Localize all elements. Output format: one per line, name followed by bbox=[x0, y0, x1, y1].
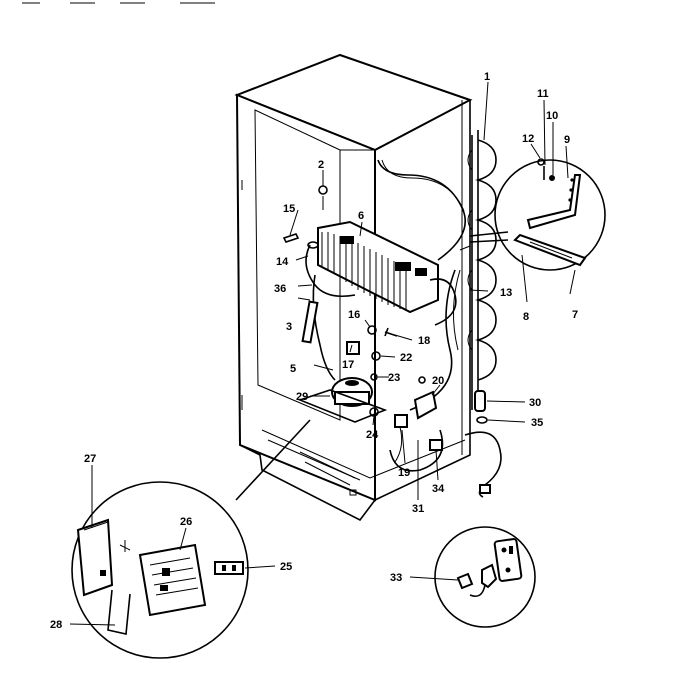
callout-20: 20 bbox=[432, 375, 444, 387]
callout-34: 34 bbox=[432, 483, 445, 495]
detail-circle-electrical bbox=[71, 419, 311, 659]
callout-28: 28 bbox=[50, 619, 62, 631]
callout-labels: 1 2 3 5 6 7 8 9 10 11 12 13 14 15 16 17 … bbox=[50, 71, 578, 631]
callout-9: 9 bbox=[564, 134, 570, 146]
callout-5: 5 bbox=[290, 363, 296, 375]
condenser-coil bbox=[467, 130, 497, 410]
callout-12: 12 bbox=[522, 133, 534, 145]
callout-35: 35 bbox=[531, 417, 543, 429]
callout-36: 36 bbox=[274, 283, 286, 295]
callout-18: 18 bbox=[418, 335, 430, 347]
callout-24: 24 bbox=[366, 429, 379, 441]
callout-19: 19 bbox=[398, 467, 410, 479]
callout-11: 11 bbox=[537, 88, 549, 100]
callout-29: 29 bbox=[296, 391, 308, 403]
callout-15: 15 bbox=[283, 203, 295, 215]
callout-33: 33 bbox=[390, 572, 402, 584]
detail-circle-outlet bbox=[434, 526, 536, 628]
callout-7: 7 bbox=[572, 309, 578, 321]
callout-25: 25 bbox=[280, 561, 292, 573]
callout-30: 30 bbox=[529, 397, 541, 409]
small-parts bbox=[282, 185, 488, 463]
callout-27: 27 bbox=[84, 453, 96, 465]
callout-22: 22 bbox=[400, 352, 412, 364]
leader-lines bbox=[69, 81, 576, 626]
callout-23: 23 bbox=[388, 372, 400, 384]
callout-2: 2 bbox=[318, 159, 324, 171]
detail-circle-bracket bbox=[469, 158, 606, 271]
callout-3: 3 bbox=[286, 321, 292, 333]
callout-16: 16 bbox=[348, 309, 360, 321]
refrigerator-cabinet bbox=[234, 53, 473, 522]
callout-8: 8 bbox=[523, 311, 529, 323]
callout-10: 10 bbox=[546, 110, 558, 122]
callout-6: 6 bbox=[358, 210, 364, 222]
callout-26: 26 bbox=[180, 516, 192, 528]
callout-1: 1 bbox=[484, 71, 490, 83]
callout-17: 17 bbox=[342, 359, 354, 371]
callout-31: 31 bbox=[412, 503, 424, 515]
callout-14: 14 bbox=[276, 256, 289, 268]
evaporator-unit bbox=[305, 220, 457, 326]
callout-13: 13 bbox=[500, 287, 512, 299]
